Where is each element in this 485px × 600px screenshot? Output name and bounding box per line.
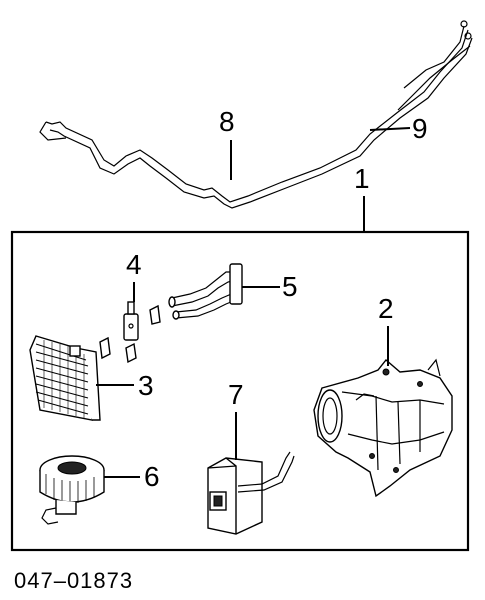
callout-7: 7 [228,379,244,410]
callout-8: 8 [219,106,235,137]
leader-9 [369,127,411,131]
refrigerant-tubes [39,20,473,209]
assembly-box [10,230,470,552]
blower-housing [313,358,453,498]
diagram-code: 047–01873 [14,568,133,593]
callout-4: 4 [126,249,142,280]
evaporator-core [29,335,101,421]
pipe-assembly [168,263,243,320]
expansion-valve [99,301,161,364]
callout-6: 6 [144,461,160,492]
callout-2: 2 [378,293,394,324]
callout-3: 3 [138,370,154,401]
blower-motor [39,455,105,525]
callout-5: 5 [282,271,298,302]
callout-1: 1 [354,163,370,194]
control-module [207,451,295,535]
callout-9: 9 [412,113,428,144]
